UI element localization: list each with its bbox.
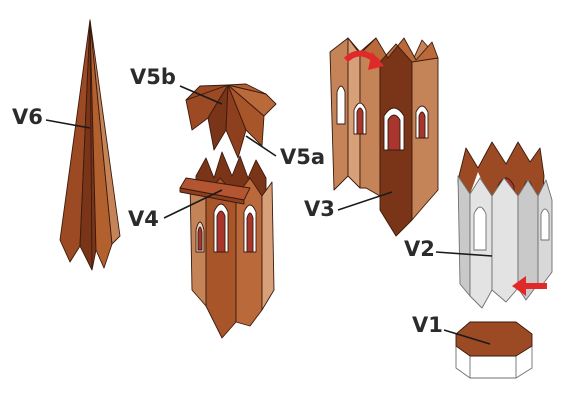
v2-leader-line bbox=[435, 251, 493, 257]
v4-leader-line bbox=[163, 189, 223, 219]
label-v6: V6 bbox=[12, 105, 43, 129]
label-v5b: V5b bbox=[130, 65, 176, 89]
label-v4: V4 bbox=[128, 207, 159, 231]
v5a-leader-line bbox=[245, 135, 277, 157]
v5-roof-cap-part bbox=[185, 83, 277, 159]
v5b-leader-line bbox=[179, 85, 223, 105]
v1-leader-line bbox=[443, 329, 491, 345]
v3-middle-tower-part bbox=[329, 37, 439, 237]
label-v3: V3 bbox=[304, 197, 335, 221]
v2-lower-tower-part bbox=[457, 141, 553, 309]
label-v5a: V5a bbox=[280, 145, 325, 169]
v1-base-part bbox=[455, 321, 533, 379]
label-v1: V1 bbox=[412, 313, 443, 337]
v6-spire-part bbox=[59, 19, 121, 271]
v6-leader-line bbox=[45, 119, 91, 129]
v3-leader-line bbox=[337, 191, 393, 211]
v4-upper-tower-part bbox=[179, 151, 275, 339]
label-v2: V2 bbox=[404, 237, 435, 261]
